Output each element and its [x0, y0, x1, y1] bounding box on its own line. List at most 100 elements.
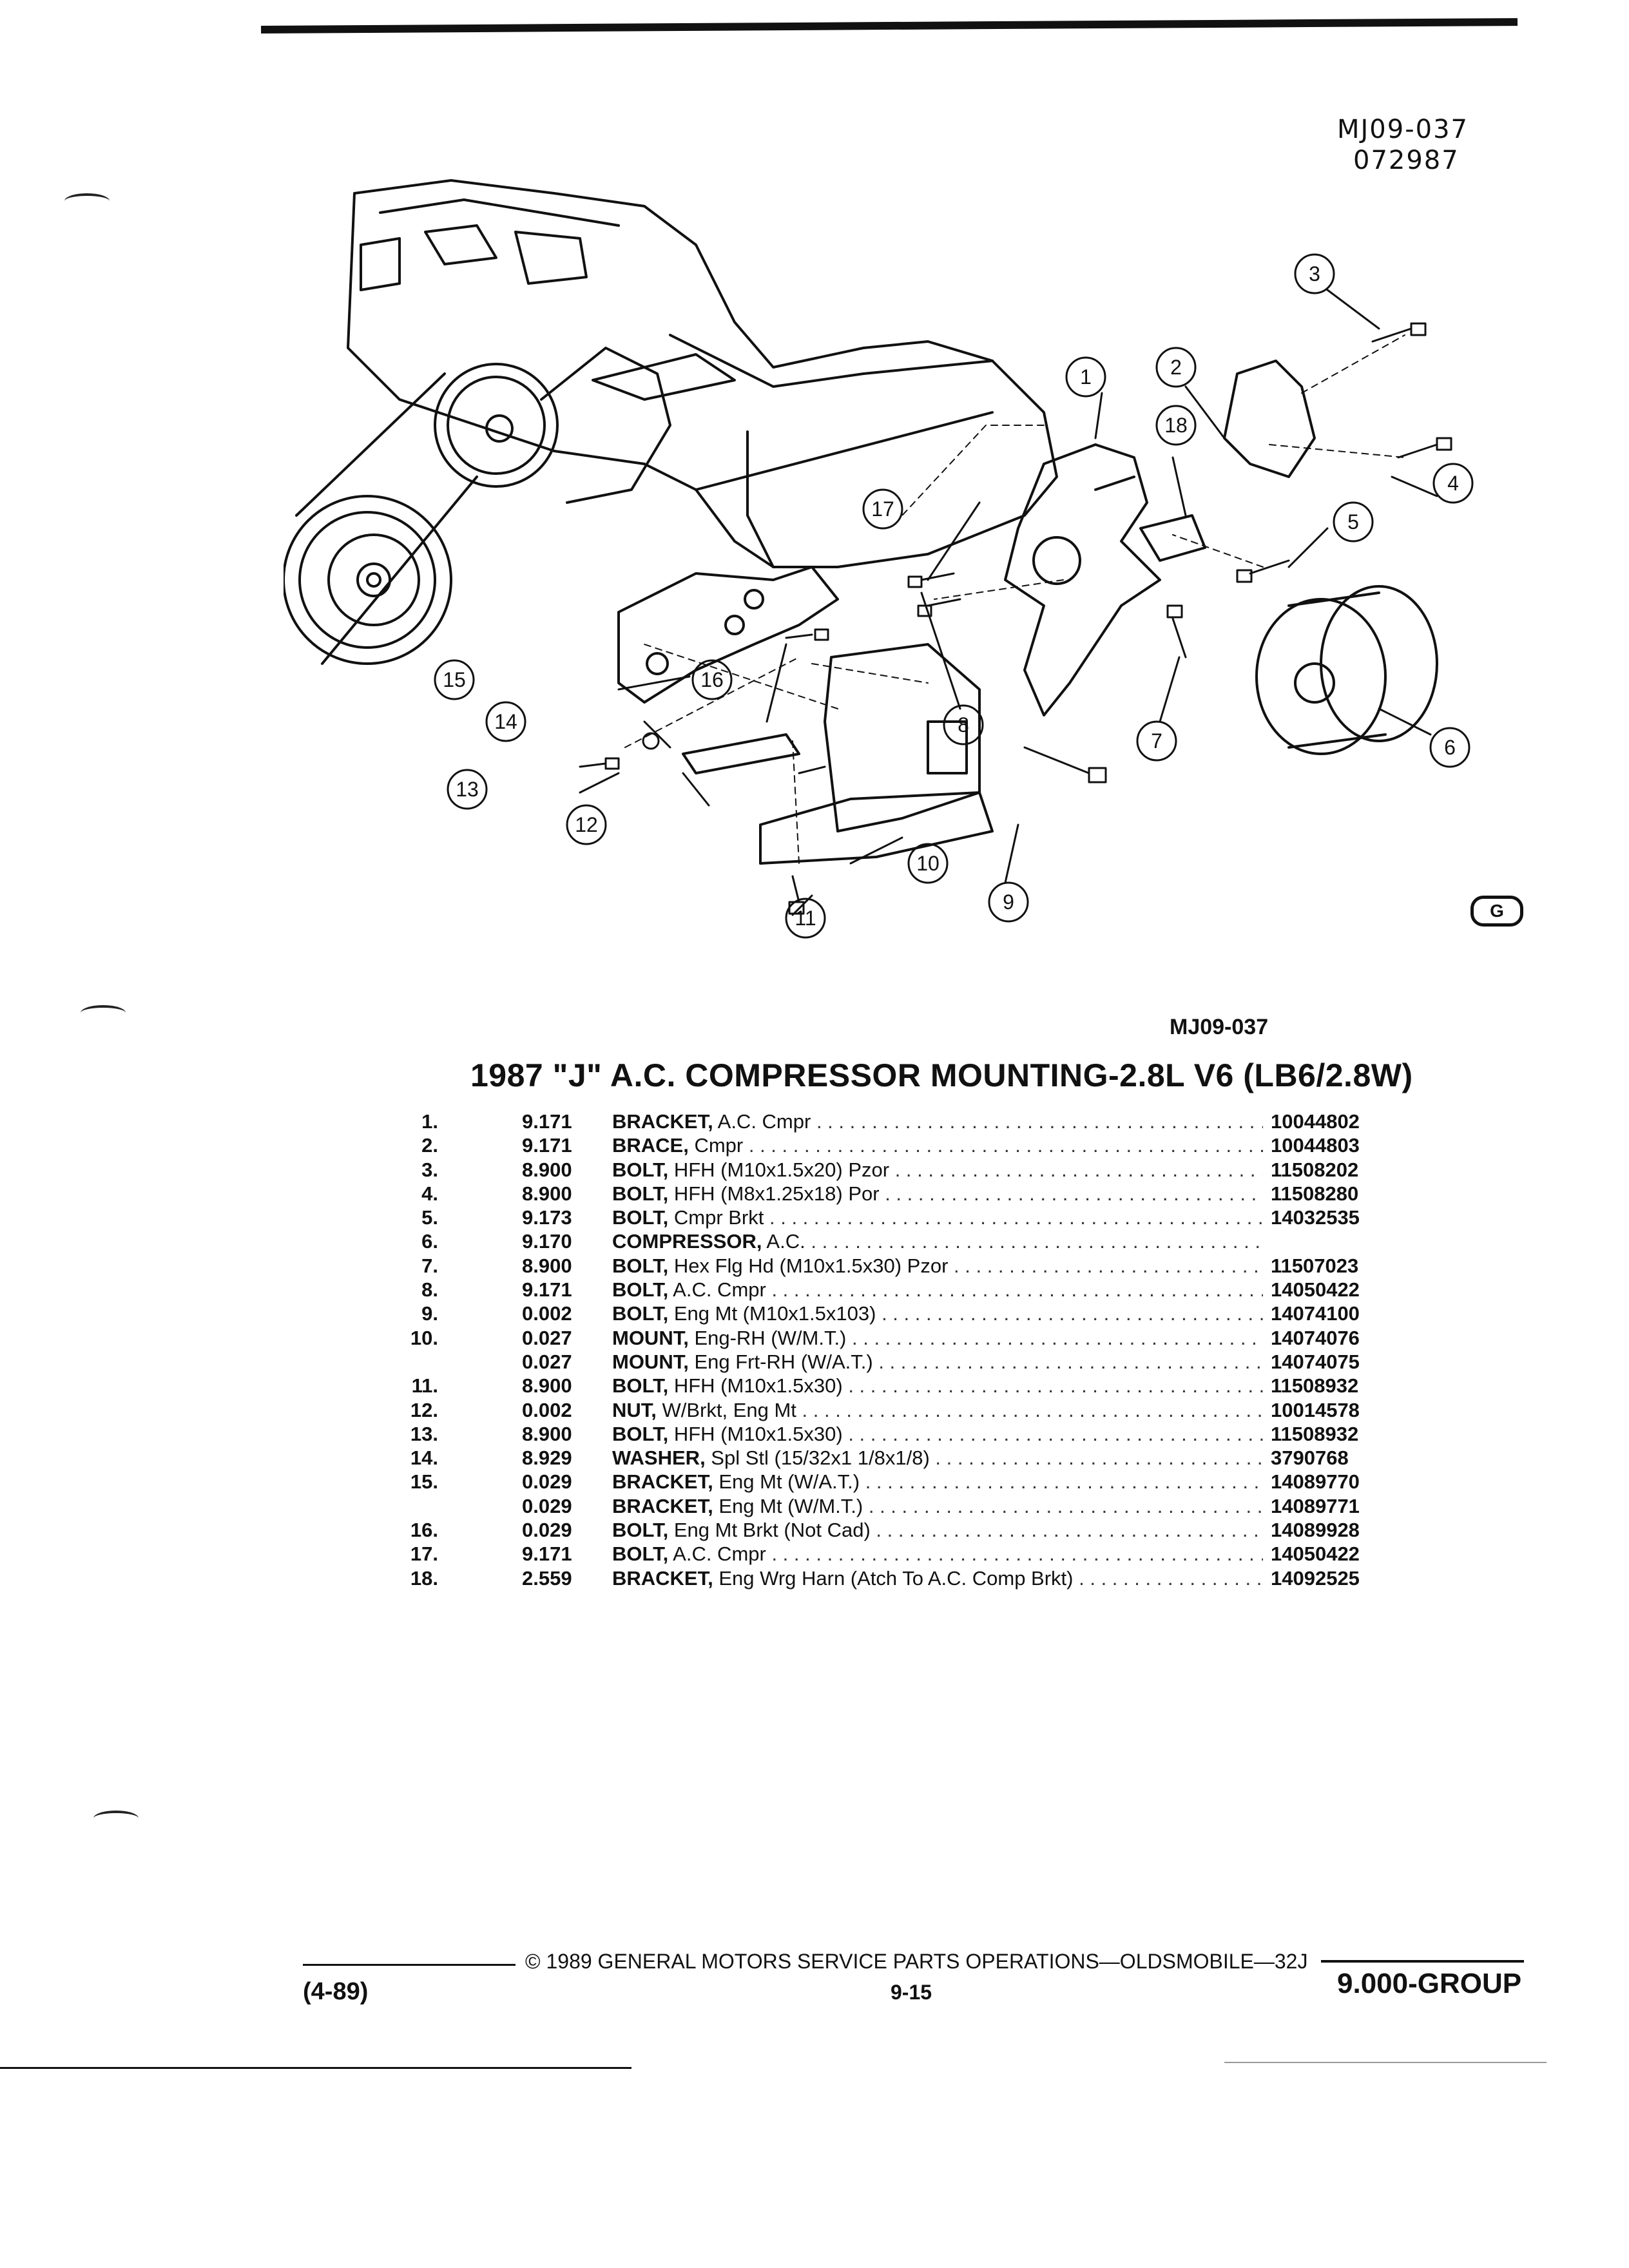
oldsmobile-g-logo: G [1470, 896, 1523, 927]
callout-12: 12 [575, 813, 598, 836]
part-name: BOLT, [612, 1206, 669, 1229]
part-name: NUT, [612, 1398, 657, 1421]
part-name: BOLT, [612, 1422, 669, 1445]
group-number: 9.171 [522, 1134, 572, 1157]
callout-16: 16 [700, 668, 724, 691]
part-number: 10044802 [1271, 1110, 1360, 1133]
item-number: 3. [421, 1158, 438, 1181]
exploded-parts-diagram: 1 2 3 4 5 6 7 8 9 10 11 12 13 14 15 16 1… [284, 179, 1474, 939]
ac-compressor [1255, 585, 1438, 755]
part-name: BRACE, [612, 1134, 689, 1157]
part-number: 11507023 [1271, 1254, 1359, 1277]
part-description: BOLT, A.C. Cmpr [612, 1278, 1263, 1302]
callout-13: 13 [456, 778, 479, 801]
callout-9: 9 [1003, 890, 1014, 914]
item-number: 4. [421, 1182, 438, 1205]
item-number: 15. [410, 1470, 438, 1494]
part-description: BRACKET, Eng Wrg Harn (Atch To A.C. Comp… [612, 1566, 1263, 1590]
footer-rule-left [303, 1964, 516, 1966]
part-number: 14074075 [1271, 1350, 1360, 1373]
part-name: BOLT, [612, 1542, 669, 1566]
group-number: 8.900 [522, 1158, 572, 1181]
part-detail: Eng Mt Brkt (Not Cad) [668, 1519, 871, 1542]
group-number: 8.900 [522, 1254, 572, 1277]
part-name: BOLT, [612, 1158, 669, 1181]
part-number: 11508932 [1271, 1374, 1359, 1398]
bolts [579, 322, 1452, 915]
item-number: 2. [421, 1134, 438, 1157]
compressor-brace [1223, 360, 1316, 478]
part-name: BRACKET, [612, 1566, 713, 1590]
part-description: BOLT, Eng Mt Brkt (Not Cad) [612, 1518, 1263, 1542]
part-description: BOLT, Hex Flg Hd (M10x1.5x30) Pzor [612, 1254, 1263, 1278]
callout-leaders [579, 289, 1438, 916]
item-number: 12. [410, 1398, 438, 1421]
table-row: 14. 8.929 WASHER, Spl Stl (15/32x1 1/8x1/8… [387, 1446, 1392, 1470]
part-name: MOUNT, [612, 1326, 689, 1349]
part-description: BOLT, A.C. Cmpr [612, 1542, 1263, 1566]
part-description: BOLT, HFH (M10x1.5x30) [612, 1374, 1263, 1398]
harness-bracket [1139, 514, 1206, 562]
part-detail: Hex Flg Hd (M10x1.5x30) Pzor [668, 1254, 949, 1277]
item-number: 16. [410, 1519, 438, 1542]
part-number: 11508932 [1271, 1422, 1359, 1445]
part-detail: Eng Mt (M10x1.5x103) [668, 1302, 876, 1325]
water-pump-pulley [434, 347, 671, 504]
item-number: 6. [421, 1230, 438, 1253]
reference-code: MJ09-037 [1337, 115, 1469, 144]
part-name: WASHER, [612, 1446, 706, 1470]
part-number: 11508280 [1271, 1182, 1359, 1205]
item-number: 14. [410, 1446, 438, 1470]
part-name: COMPRESSOR, [612, 1230, 762, 1253]
group-number: 9.171 [522, 1110, 572, 1133]
footer-group: 9.000-GROUP [1337, 1968, 1522, 1999]
table-row: 0.027 MOUNT, Eng Frt-RH (W/A.T.) 14074075 [387, 1350, 1392, 1374]
table-row: 5. 9.173 BOLT, Cmpr Brkt 14032535 [387, 1206, 1392, 1229]
callout-4: 4 [1447, 472, 1459, 495]
group-number: 8.900 [522, 1182, 572, 1205]
part-name: BOLT, [612, 1254, 669, 1277]
callout-11: 11 [795, 907, 816, 930]
item-number: 18. [410, 1566, 438, 1590]
part-number: 14089771 [1271, 1494, 1360, 1517]
part-number: 3790768 [1271, 1446, 1349, 1470]
part-number: 14032535 [1271, 1206, 1360, 1229]
callout-numbers: 1 2 3 4 5 6 7 8 9 10 11 12 13 14 15 16 1… [443, 262, 1459, 930]
callout-5: 5 [1347, 510, 1359, 533]
part-description: BOLT, Eng Mt (M10x1.5x103) [612, 1302, 1263, 1325]
group-number: 9.173 [522, 1206, 572, 1229]
group-number: 0.029 [522, 1470, 572, 1494]
group-number: 0.027 [522, 1350, 572, 1373]
item-number: 13. [410, 1422, 438, 1445]
part-description: WASHER, Spl Stl (15/32x1 1/8x1/8) [612, 1446, 1263, 1470]
callout-2: 2 [1170, 356, 1182, 379]
group-number: 8.929 [522, 1446, 572, 1470]
part-detail: A.C. [762, 1230, 805, 1253]
callout-markers [434, 253, 1474, 939]
part-name: MOUNT, [612, 1350, 689, 1373]
callout-15: 15 [443, 668, 466, 691]
callout-14: 14 [494, 710, 517, 733]
part-description: BOLT, Cmpr Brkt [612, 1206, 1263, 1229]
part-detail: Eng Mt (W/M.T.) [713, 1494, 863, 1517]
nut-bracket [682, 733, 800, 774]
part-description: MOUNT, Eng Frt-RH (W/A.T.) [612, 1350, 1263, 1374]
item-number: 5. [421, 1206, 438, 1229]
item-number: 7. [421, 1254, 438, 1277]
bottom-rule-right [1224, 2062, 1547, 2063]
part-detail: HFH (M10x1.5x30) [668, 1422, 843, 1445]
part-number: 10014578 [1271, 1398, 1360, 1421]
group-number: 0.029 [522, 1494, 572, 1517]
callout-1: 1 [1080, 365, 1092, 389]
part-detail: Eng Wrg Harn (Atch To A.C. Comp Brkt) [713, 1566, 1074, 1590]
part-number: 11508202 [1271, 1158, 1359, 1181]
part-description: MOUNT, Eng-RH (W/M.T.) [612, 1326, 1263, 1350]
